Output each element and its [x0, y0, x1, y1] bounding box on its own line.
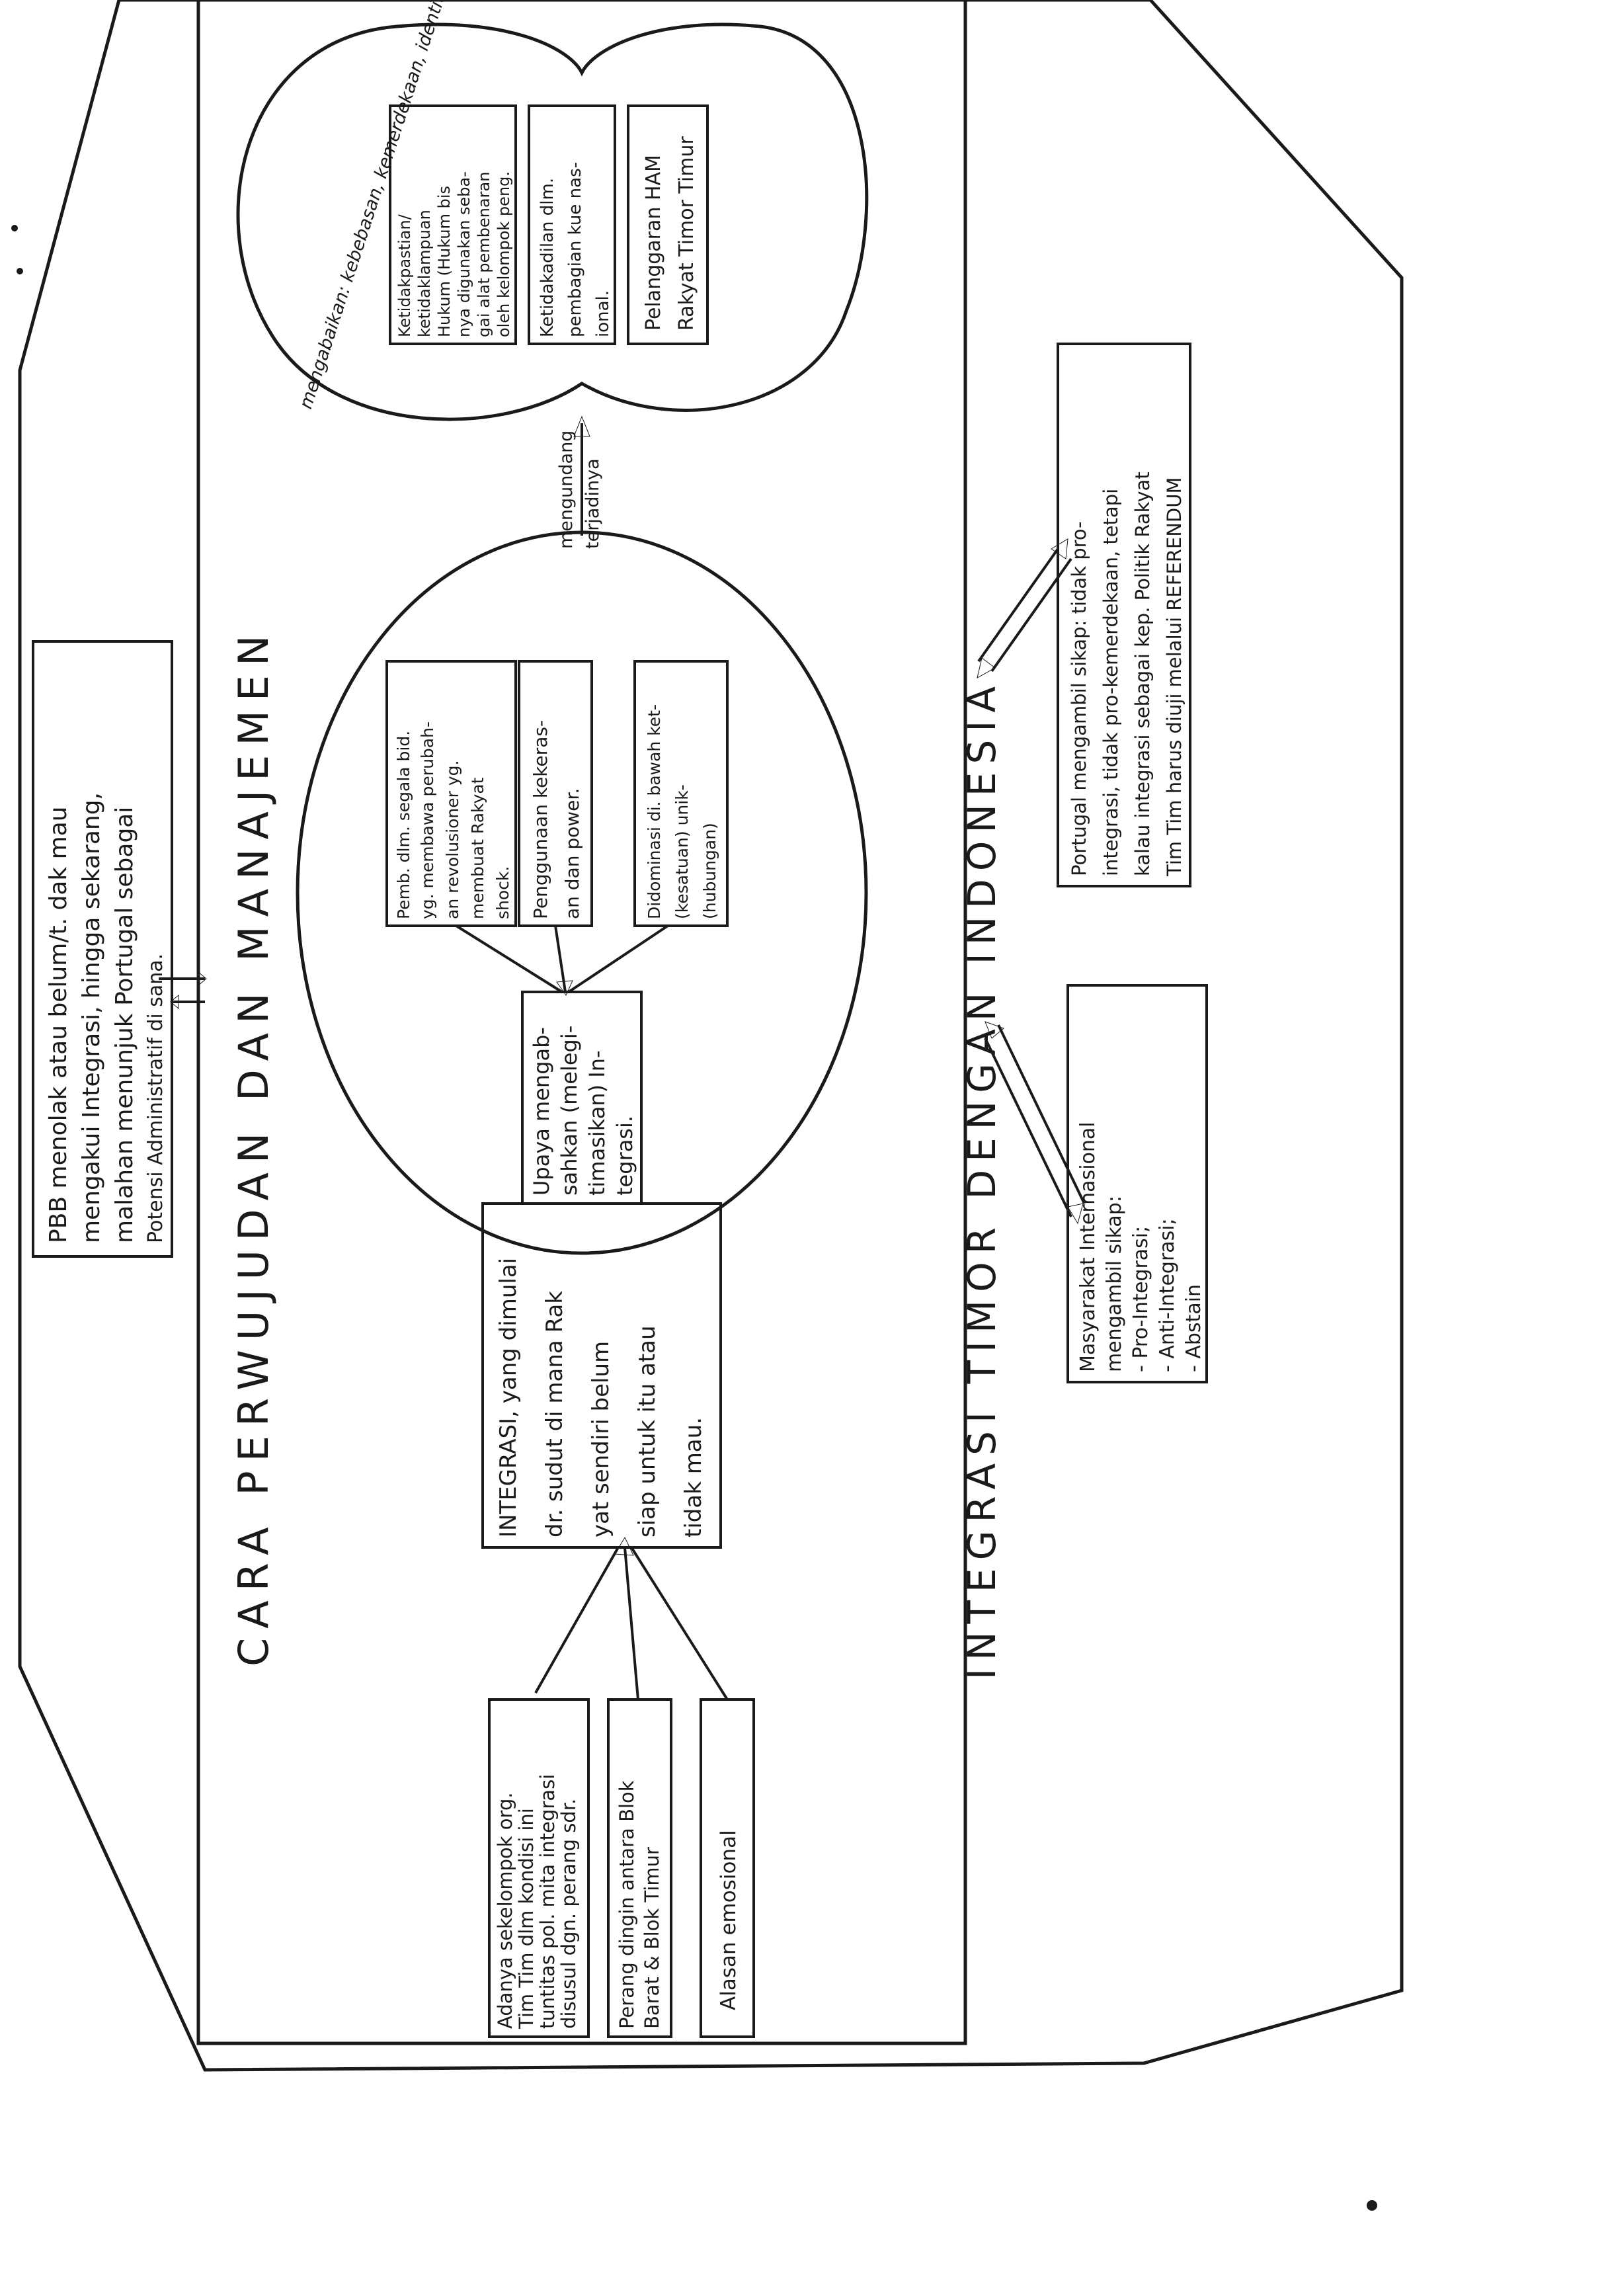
cause-line: Alasan emosional [717, 1830, 741, 2010]
upaya-line: sahkan (melegi- [557, 1026, 582, 1196]
integrasi-line: siap untuk itu atau [634, 1325, 661, 1538]
method-line: Pemb. dlm. segala bid. [394, 731, 413, 919]
cause-arrow [534, 1547, 620, 1694]
pbb-box-line: PBB menolak atau belum/t. dak mau [45, 806, 72, 1243]
cause-line: tuntitas pol. mita integrasi [536, 1774, 559, 2029]
consequence-line: ketidaklampuan [415, 210, 434, 337]
stray-mark [11, 225, 18, 231]
consequence-line: ional. [593, 290, 613, 337]
method-line: an dan power. [561, 788, 583, 919]
integrasi-line: INTEGRASI, yang dimulai [495, 1258, 522, 1538]
title-right: INTEGRASI TIMOR DENGAN INDONESIA [959, 678, 1004, 1680]
portugal-box [1057, 343, 1191, 887]
stray-mark [17, 268, 23, 274]
consequence-line: Ketidakpastian/ [395, 214, 414, 337]
arrow-head [170, 994, 179, 1010]
integrasi-line: yat sendiri belum [588, 1341, 614, 1538]
consequence-line: gai alat pembenaran [475, 172, 493, 337]
intl-line: Masyarakat Internasional [1076, 1122, 1100, 1372]
portugal-line: Portugal mengambil sikap: tidak pro- [1068, 521, 1090, 876]
intl-line: mengambil sikap: [1103, 1196, 1126, 1372]
intl-line: - Pro-Integrasi; [1129, 1226, 1152, 1372]
integrasi-line: tidak mau. [680, 1417, 707, 1538]
method-box-1 [385, 660, 517, 927]
upaya-box [521, 991, 643, 1205]
method-line: Didominasi di. bawah ket- [645, 704, 664, 919]
pbb-box-line: mengakui Integrasi, hingga sekarang, [78, 792, 105, 1243]
title-left: CARA PERWUJUDAN DAN MANAJEMEN [229, 626, 278, 1666]
consequence-heart [236, 22, 869, 421]
method-line: (hubungan) [700, 823, 719, 919]
method-box-3 [633, 660, 729, 927]
upaya-line: timasikan) In- [584, 1050, 610, 1196]
link-label: terjadinya [583, 458, 603, 549]
consequence-line: Ketidakadilan dlm. [538, 178, 557, 337]
cause-line: Barat & Blok Timur [641, 1847, 663, 2029]
portugal-line: integrasi, tidak pro-kemerdekaan, tetapi [1100, 489, 1122, 876]
consequence-line: oleh kelompok peng. [495, 171, 513, 337]
cause-box-2 [607, 1698, 672, 2038]
arrow-head [985, 1021, 1004, 1039]
intl-connector [984, 1038, 1072, 1217]
consequence-line: Hukum (Hukum bis [435, 186, 454, 337]
method-arrow [554, 925, 567, 993]
consequence-box-3 [627, 104, 709, 345]
pbb-box [32, 640, 173, 1258]
method-line: Penggunaan kekeras- [530, 720, 551, 919]
consequence-box-2 [528, 104, 616, 345]
cause-box-1 [488, 1698, 590, 2038]
arrow-head [198, 971, 207, 987]
outer-frame [18, 0, 1404, 2072]
pbb-box-line: Potensi Administratif di sana. [144, 954, 167, 1243]
integrasi-line: dr. sudut di mana Rak [542, 1291, 568, 1538]
cause-line: Tim Tim dlm kondisi ini [515, 1808, 538, 2030]
cause-line: Adanya sekelompok org. [494, 1792, 516, 2029]
consequence-box-1 [389, 104, 517, 345]
intl-line: - Abstain [1182, 1284, 1205, 1372]
method-line: yg. membawa perubah- [418, 721, 437, 919]
stray-mark [1367, 2200, 1377, 2211]
inner-frame [196, 0, 967, 2045]
portugal-line: Tim Tim harus diuji melalui REFERENDUM [1163, 477, 1186, 877]
consequence-line: nya digunakan seba- [455, 171, 473, 337]
upaya-line: tegrasi. [612, 1116, 637, 1196]
upaya-line: Upaya mengab- [529, 1027, 554, 1196]
method-line: membuat Rakyat [468, 777, 487, 919]
cause-arrow [623, 1547, 639, 1700]
method-arrow [567, 924, 669, 993]
cause-arrow [630, 1546, 729, 1701]
link-label: mengundang [556, 430, 577, 549]
consequence-line: Pelanggaran HAM [642, 155, 665, 331]
pbb-box-line: malahan menunjuk Portugal sebagai [111, 807, 138, 1243]
method-line: (kesatuan) unik- [672, 784, 692, 919]
intl-line: - Anti-Integrasi; [1156, 1218, 1179, 1372]
intl-connector [997, 1024, 1086, 1204]
method-line: shock. [493, 866, 512, 919]
arrow-head [977, 657, 996, 678]
portugal-line: kalau integrasi sebagai kep. Politik Rak… [1131, 472, 1154, 876]
cause-line: Perang dingin antara Blok [616, 1780, 638, 2029]
method-line: an revolusioner yg. [443, 760, 462, 919]
cause-line: disusul dgn. perang sdr. [557, 1799, 580, 2029]
consequence-line: pembagian kue nas- [565, 162, 585, 337]
intl-box [1066, 984, 1208, 1383]
method-arrow [455, 924, 563, 993]
arrow-head [573, 415, 590, 437]
portugal-connector [977, 548, 1059, 663]
arrow-head [556, 980, 573, 997]
consequence-line: Rakyat Timor Timur [675, 136, 698, 331]
arrow-head [1067, 1203, 1084, 1225]
